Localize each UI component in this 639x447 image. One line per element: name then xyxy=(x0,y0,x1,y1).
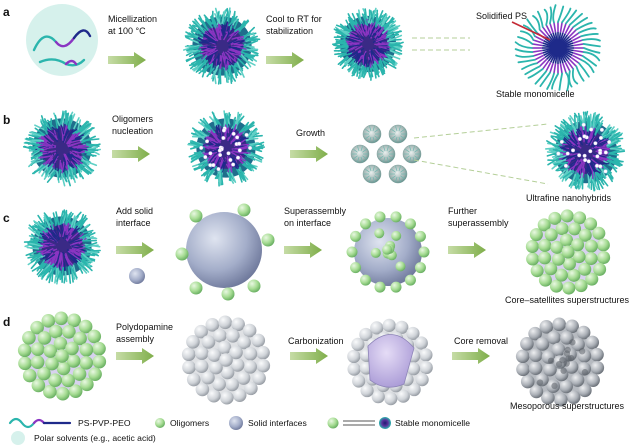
legend-monomicelle-label: Stable monomicelle xyxy=(395,418,470,428)
zoom-dashes-b xyxy=(413,123,549,185)
legend: PS-PVP-PEO Oligomers Solid interfaces St… xyxy=(8,416,470,445)
arrow-b1 xyxy=(112,146,150,162)
step-c2-line2: on interface xyxy=(284,218,331,228)
step-a2-line1: Cool to RT for xyxy=(266,14,322,24)
step-b2-line1: Growth xyxy=(296,128,325,138)
panel-a-label: a xyxy=(3,5,10,19)
arrow-d3 xyxy=(452,348,490,364)
legend-oligomer-swatch xyxy=(155,418,165,428)
step-c1-line2: interface xyxy=(116,218,151,228)
solid-interface-small xyxy=(129,268,145,284)
legend-equiv-green xyxy=(327,417,339,429)
core-satellites-superstructure xyxy=(525,209,611,295)
step-d1-line2: assembly xyxy=(116,334,155,344)
step-a1-line2: at 100 °C xyxy=(108,26,146,36)
micelle-b1 xyxy=(22,110,101,187)
nanohybrid-zoom xyxy=(545,110,626,192)
arrow-d2 xyxy=(290,348,328,364)
green-superstructure xyxy=(17,311,107,401)
legend-solvent-swatch xyxy=(11,431,25,445)
micelle-a1 xyxy=(183,7,261,85)
micelle-c1 xyxy=(23,209,101,285)
arrow-a1 xyxy=(108,52,146,68)
caption-b: Ultrafine nanohybrids xyxy=(526,193,612,203)
step-a1-line1: Micellization xyxy=(108,14,157,24)
step-b1-line2: nucleation xyxy=(112,126,153,136)
caption-a: Stable monomicelle xyxy=(496,89,575,99)
solidified-ps-label: Solidified PS xyxy=(476,11,527,21)
micelle-b2 xyxy=(187,110,265,187)
legend-interface-label: Solid interfaces xyxy=(248,418,307,428)
arrow-c1 xyxy=(116,242,154,258)
polar-solvent-droplet xyxy=(26,4,98,76)
legend-copolymer-swatch xyxy=(8,417,72,429)
step-a2-line2: stabilization xyxy=(266,26,313,36)
legend-equiv-sign xyxy=(343,420,375,426)
arrow-c2 xyxy=(284,242,322,258)
mesoporous-superstructure xyxy=(515,317,605,407)
step-d2-line1: Carbonization xyxy=(288,336,344,346)
legend-monomicelle-swatch xyxy=(379,417,391,429)
panel-d: Polydopamine assembly Carbonization Core… xyxy=(17,311,625,411)
superassembly-on-interface xyxy=(346,211,430,293)
caption-d: Mesoporous superstructures xyxy=(510,401,625,411)
panel-b-label: b xyxy=(3,113,10,127)
carbonized-cutaway-superstructure xyxy=(347,318,433,406)
panel-b: Oligomers nucleation Growth Ultrafine na… xyxy=(22,110,626,203)
panel-c: Add solid interface Superassembly on int… xyxy=(23,203,630,305)
arrow-d1 xyxy=(116,348,154,364)
step-c2-line1: Superassembly xyxy=(284,206,347,216)
legend-interface-swatch xyxy=(229,416,243,430)
panel-c-label: c xyxy=(3,211,10,225)
legend-solvent-label: Polar solvents (e.g., acetic acid) xyxy=(34,433,156,443)
free-copolymer-chains xyxy=(32,29,92,67)
step-d3-line1: Core removal xyxy=(454,336,508,346)
step-c3-line1: Further xyxy=(448,206,477,216)
step-b1-line1: Oligomers xyxy=(112,114,154,124)
arrow-a2 xyxy=(266,52,304,68)
step-c1-line1: Add solid xyxy=(116,206,153,216)
step-c3-line2: superassembly xyxy=(448,218,509,228)
polydopamine-coated-superstructure xyxy=(181,315,271,405)
micelle-a2 xyxy=(332,7,404,81)
arrow-b2 xyxy=(290,146,328,162)
panel-a: Micellization at 100 °C Cool to RT for s… xyxy=(26,4,601,99)
zoom-dashes-a xyxy=(412,37,470,51)
step-d1-line1: Polydopamine xyxy=(116,322,173,332)
legend-copolymer-label: PS-PVP-PEO xyxy=(78,418,131,428)
stable-monomicelle xyxy=(514,4,601,92)
caption-c: Core–satellites superstructures xyxy=(505,295,630,305)
solidified-ps-pointer xyxy=(511,21,551,41)
panel-d-label: d xyxy=(3,315,10,329)
ultrafine-nanohybrid-cluster xyxy=(350,124,422,184)
legend-oligomer-label: Oligomers xyxy=(170,418,209,428)
interface-with-oligomers xyxy=(175,203,275,301)
arrow-c3 xyxy=(448,242,486,258)
